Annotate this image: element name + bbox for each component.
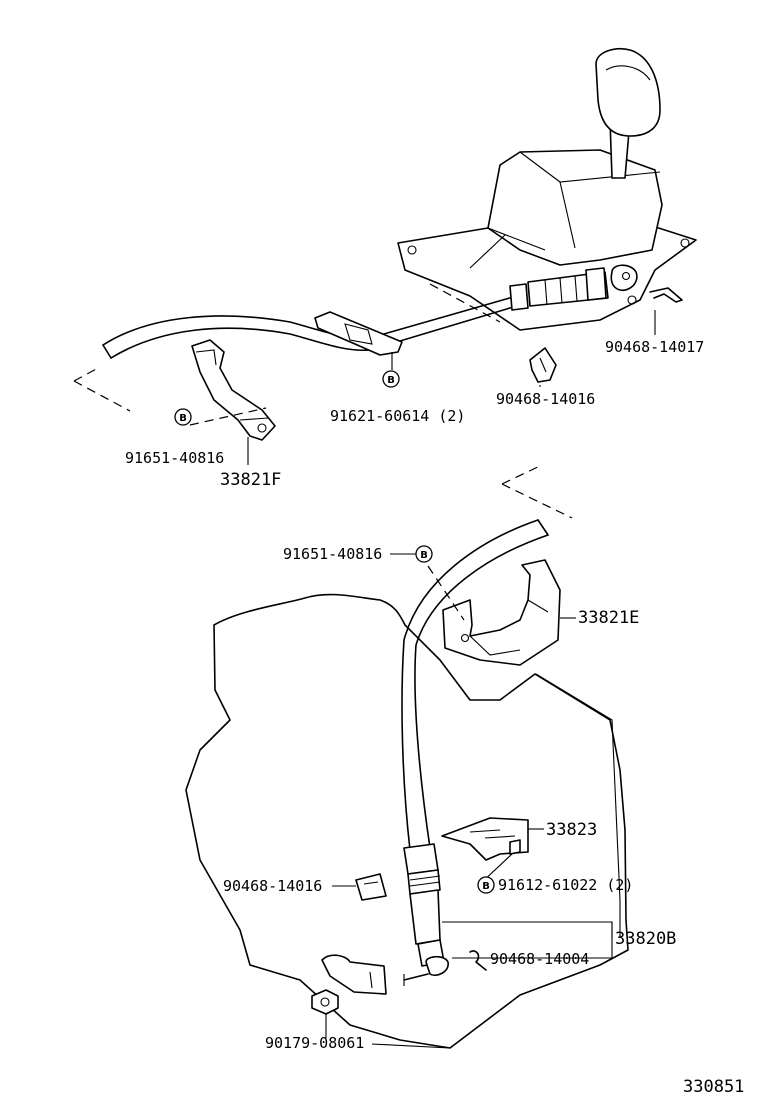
bolt-marker: B [415,545,433,563]
marker-b: B [387,375,395,386]
diagram-number: 330851 [683,1077,744,1097]
clip-icon [649,287,683,303]
shift-lever-assembly-icon [397,48,697,331]
clip-icon [469,950,487,971]
shift-lever-icon [321,954,387,995]
cable-holder-plate [314,311,403,356]
label-33820B: 33820B [615,929,676,949]
label-90179-08061: 90179-08061 [265,1034,364,1052]
label-91612-61022: 91612-61022 (2) [498,876,633,894]
label-90468-14016-bottom: 90468-14016 [223,877,322,895]
marker-b: B [482,881,490,892]
label-33823: 33823 [546,820,597,840]
marker-b: B [179,413,187,424]
marker-b: B [420,550,428,561]
label-33821F: 33821F [220,470,281,490]
label-33821E: 33821E [578,608,639,628]
label-90468-14016-top: 90468-14016 [496,390,595,408]
label-91621-60614: 91621-60614 (2) [330,407,465,425]
cable-bracket-icon [442,559,561,666]
control-cable-icon [401,519,549,986]
nut-icon [311,989,339,1015]
label-91651-40816-top: 91651-40816 [125,449,224,467]
cable-bracket-icon [191,339,276,441]
cable-bracket-icon [441,817,529,861]
label-90468-14017: 90468-14017 [605,338,704,356]
bolt-marker: B [174,408,192,426]
bolt-marker: B [477,876,495,894]
clip-icon [355,873,387,901]
bolt-marker: B [382,370,400,388]
label-90468-14004: 90468-14004 [490,950,589,968]
label-91651-40816-mid: 91651-40816 [283,545,382,563]
